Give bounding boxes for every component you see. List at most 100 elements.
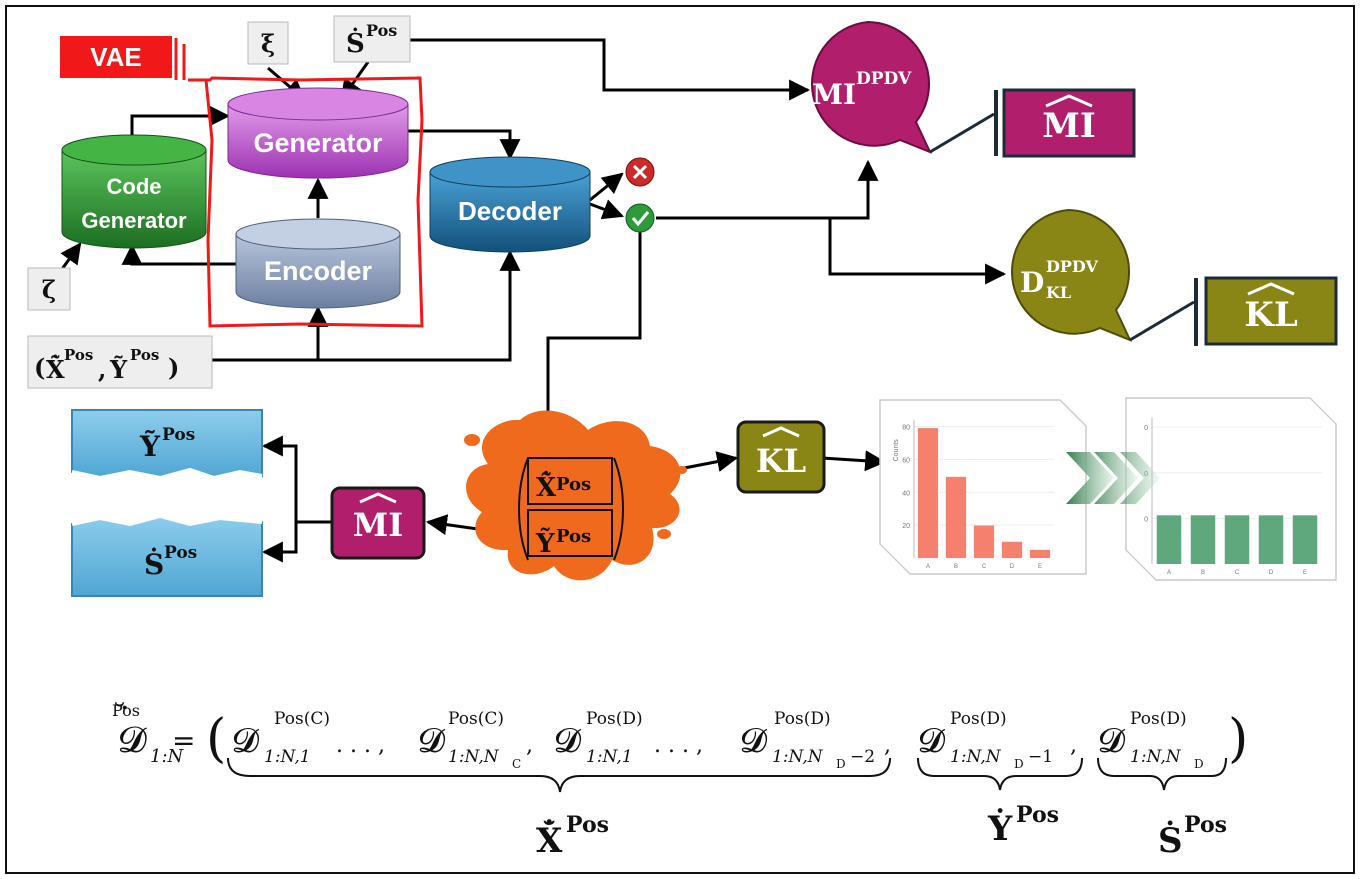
svg-text:Pos(D): Pos(D) <box>774 709 831 729</box>
vae-label: VAE <box>90 42 142 72</box>
svg-text:ξ: ξ <box>261 29 275 58</box>
x-tick-label: E <box>1038 564 1042 570</box>
svg-text:. . . ,: . . . , <box>336 733 385 758</box>
svg-text:D: D <box>836 757 846 771</box>
equation: 𝓓 · ˘ Pos 1:N = ( 𝓓 Pos(C) 1:N,1 . . . ,… <box>112 691 1248 861</box>
svg-text:1:N,N: 1:N,N <box>1130 747 1182 767</box>
chart-after-card: 000ABCDE <box>1125 397 1337 581</box>
svg-text:MI: MI <box>1042 106 1096 146</box>
svg-text:˘: ˘ <box>112 699 127 734</box>
mi-bubble-link <box>929 112 995 154</box>
y-tick-label: 20 <box>902 523 910 530</box>
x-tick-label: A <box>1167 570 1171 576</box>
x-tick-label: B <box>1201 570 1205 576</box>
encoder-label: Encoder <box>264 256 373 286</box>
y-axis-label: Counts <box>893 439 900 462</box>
svg-text:Ỹ: Ỹ <box>109 355 128 384</box>
y-tick-label: 60 <box>902 457 910 464</box>
svg-text:𝓓: 𝓓 <box>554 721 582 761</box>
svg-text:1:N,N: 1:N,N <box>448 747 500 767</box>
kl-bubble-link <box>1129 300 1195 342</box>
svg-text:Pos(D): Pos(D) <box>950 709 1007 729</box>
svg-text:𝓓: 𝓓 <box>1098 721 1126 761</box>
svg-text:1:N,1: 1:N,1 <box>586 747 633 767</box>
mi-dpdv-bubble: MI DPDV <box>811 20 932 154</box>
xy-pos-input: ( X̃̇ Pos , Ỹ Pos ) <box>27 335 213 389</box>
svg-text:Pos: Pos <box>556 526 591 547</box>
kl-hat-badge: KL <box>1204 276 1338 346</box>
svg-text:Pos: Pos <box>112 701 140 720</box>
svg-text:,: , <box>98 355 106 384</box>
group-s-label: Ṡ <box>1158 820 1183 861</box>
svg-text:D: D <box>1194 757 1204 771</box>
bar <box>1224 515 1250 564</box>
svg-text:Ṡ: Ṡ <box>144 547 164 581</box>
svg-text:𝓓: 𝓓 <box>740 721 768 761</box>
group-y-label: Ẏ <box>987 808 1013 849</box>
y-tick-label: 0 <box>1144 516 1148 523</box>
code-generator-block: Code Generator <box>61 134 207 249</box>
svg-text:): ) <box>1228 709 1248 769</box>
svg-text:1:N: 1:N <box>150 746 185 767</box>
svg-text:Ỹ: Ỹ <box>535 527 555 559</box>
x-tick-label: C <box>1235 570 1240 576</box>
svg-text:Pos: Pos <box>164 543 197 563</box>
svg-text:MI: MI <box>353 506 403 544</box>
x-tick-label: B <box>954 564 958 570</box>
accept-icon <box>625 203 655 233</box>
svg-text:−2: −2 <box>850 747 875 767</box>
mi-hat-node: MI <box>330 486 426 560</box>
svg-text:𝓓: 𝓓 <box>918 721 946 761</box>
svg-text:(: ( <box>34 353 45 382</box>
svg-text:𝓓: 𝓓 <box>118 720 147 761</box>
svg-text:X̃̇: X̃̇ <box>536 470 557 503</box>
bar <box>1029 549 1051 558</box>
s-pos-input: Ṡ Pos <box>333 15 411 63</box>
svg-text:·: · <box>120 691 130 726</box>
generator-label: Generator <box>253 128 383 158</box>
svg-text:1:N,1: 1:N,1 <box>264 747 311 767</box>
svg-text:Pos(D): Pos(D) <box>1130 709 1187 729</box>
kl-hat-node: KL <box>736 420 826 494</box>
svg-text:D: D <box>1014 757 1024 771</box>
svg-text:Pos: Pos <box>1016 802 1059 828</box>
mi-hat-badge: MI <box>1002 88 1136 158</box>
outer-frame <box>5 5 1355 874</box>
svg-text:Pos: Pos <box>566 812 609 838</box>
svg-text:,: , <box>884 733 891 758</box>
transform-chevrons <box>1066 452 1160 504</box>
split-top-block: Ỹ Pos <box>71 409 263 481</box>
connectors <box>58 38 1007 563</box>
svg-text:KL: KL <box>756 442 806 480</box>
split-bottom-block: Ṡ Pos <box>71 513 263 597</box>
generator-block: Generator <box>227 87 409 179</box>
code-generator-label-1: Code <box>107 174 162 199</box>
bar <box>1190 515 1216 564</box>
group-x-label: X̆̇ <box>536 819 563 861</box>
svg-text:Pos: Pos <box>162 425 195 445</box>
code-generator-label-2: Generator <box>81 208 187 233</box>
svg-text:KL: KL <box>1046 283 1071 302</box>
x-tick-label: D <box>1010 564 1015 570</box>
y-tick-label: 0 <box>1144 425 1148 432</box>
svg-text:Ṡ: Ṡ <box>346 27 365 59</box>
y-tick-label: 80 <box>902 425 910 432</box>
vae-tag: VAE <box>60 36 186 80</box>
bar <box>1001 541 1023 558</box>
kl-dpdv-bubble: D DPDV KL <box>1011 208 1132 342</box>
decoder-label: Decoder <box>458 196 562 226</box>
svg-text:C: C <box>512 757 521 771</box>
svg-text:DPDV: DPDV <box>1046 257 1099 276</box>
svg-text:1:N,N: 1:N,N <box>950 747 1002 767</box>
xi-input: ξ <box>247 21 289 65</box>
x-tick-label: A <box>926 564 930 570</box>
x-tick-label: C <box>982 564 987 570</box>
svg-text:Pos: Pos <box>130 346 159 364</box>
svg-text:(: ( <box>206 709 226 769</box>
svg-text:Pos: Pos <box>556 474 591 495</box>
svg-text:MI: MI <box>812 78 856 111</box>
svg-text:𝓓: 𝓓 <box>418 721 446 761</box>
svg-text:DPDV: DPDV <box>856 69 912 89</box>
